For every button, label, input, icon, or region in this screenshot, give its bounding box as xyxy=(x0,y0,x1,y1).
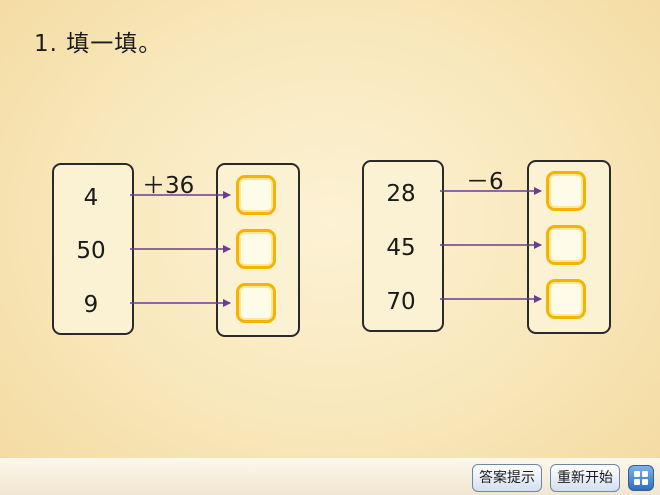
grid-home-icon[interactable] xyxy=(628,465,654,491)
left-answer-box-2[interactable] xyxy=(236,229,276,269)
right-input-3: 70 xyxy=(386,289,416,315)
right-input-1: 28 xyxy=(386,181,416,207)
left-input-3: 9 xyxy=(83,292,99,318)
right-input-2: 45 xyxy=(386,235,416,261)
right-answer-box-1[interactable] xyxy=(546,171,586,211)
left-input-box xyxy=(52,163,134,335)
left-answer-box-3[interactable] xyxy=(236,283,276,323)
left-operation-label: ＋36 xyxy=(142,173,195,199)
right-answer-box-2[interactable] xyxy=(546,225,586,265)
right-input-box xyxy=(362,160,444,332)
restart-button[interactable]: 重新开始 xyxy=(550,464,620,492)
left-answer-box-1[interactable] xyxy=(236,175,276,215)
exercise-title: 1. 填一填。 xyxy=(34,31,163,57)
left-input-1: 4 xyxy=(83,185,99,211)
right-operation-label: －6 xyxy=(466,169,504,195)
answer-hint-button[interactable]: 答案提示 xyxy=(472,464,542,492)
left-input-2: 50 xyxy=(76,238,106,264)
right-answer-box-3[interactable] xyxy=(546,279,586,319)
